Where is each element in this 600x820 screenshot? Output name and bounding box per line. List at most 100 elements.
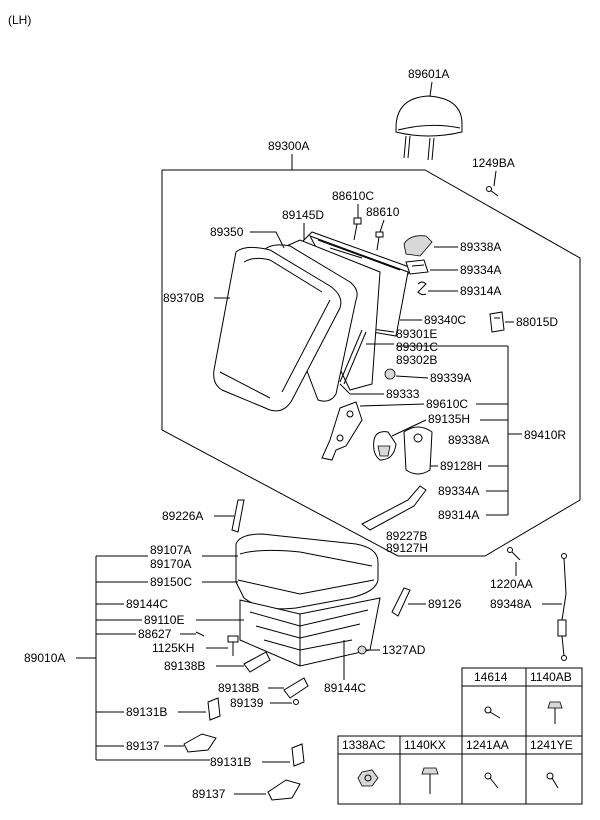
label-89350: 89350 (210, 225, 244, 239)
label-89145D: 89145D (282, 208, 324, 222)
label-89126: 89126 (428, 597, 462, 611)
label-89170A: 89170A (150, 557, 191, 571)
table-cell-1338AC: 1338AC (342, 738, 386, 752)
leader (493, 170, 497, 187)
screw-1220AA (507, 547, 521, 561)
label-89334A-top: 89334A (460, 263, 501, 277)
bracket-89410R (396, 345, 522, 516)
leader (391, 419, 427, 437)
label-1327AD: 1327AD (382, 643, 426, 657)
bolt-1140KX-icon (421, 767, 439, 794)
label-89334A-bot: 89334A (438, 484, 479, 498)
label-1220AA: 1220AA (490, 577, 533, 591)
label-89340C: 89340C (424, 313, 466, 327)
label-89138B-left: 89138B (164, 659, 205, 673)
label-89010A: 89010A (24, 651, 65, 665)
label-89150C: 89150C (150, 575, 192, 589)
label-88015D: 88015D (516, 315, 558, 329)
cable-89348A (557, 553, 567, 661)
leader (359, 403, 425, 407)
pin-89139 (293, 699, 299, 705)
label-89131B-right: 89131B (210, 755, 251, 769)
bracket-89010A (76, 555, 210, 761)
fastener-table (337, 667, 583, 805)
foot-bracket-89138B-front (243, 651, 271, 673)
trim-89126 (391, 587, 411, 617)
bolt-1140AB-icon (547, 701, 563, 724)
label-89137-left: 89137 (126, 739, 160, 753)
label-89338A-mid: 89338A (448, 433, 489, 447)
label-89339A: 89339A (430, 371, 471, 385)
clip-88015D (489, 311, 505, 333)
label-89610C: 89610C (426, 397, 468, 411)
label-89127H: 89127H (386, 541, 428, 555)
label-89370B: 89370B (163, 291, 204, 305)
table-cell-1241YE: 1241YE (530, 738, 573, 752)
label-89348A: 89348A (490, 597, 531, 611)
variant-label: (LH) (8, 13, 31, 27)
nut-1327AD (357, 645, 367, 655)
label-89135H: 89135H (428, 412, 470, 426)
label-89410R: 89410R (524, 428, 566, 442)
bolt-1125KH (227, 635, 239, 656)
seat-cushion-assembly (235, 533, 381, 667)
foot-bracket-89138B-rear (283, 677, 309, 699)
label-89338A-top: 89338A (460, 240, 501, 254)
bolt-88610 (375, 231, 384, 251)
leader (379, 219, 385, 233)
label-89138B-mid: 89138B (218, 681, 259, 695)
recliner-cover-89128H (403, 426, 433, 475)
label-89128H: 89128H (440, 459, 482, 473)
leader (429, 81, 433, 97)
label-89137-right: 89137 (192, 787, 226, 801)
hinge-bracket-89610C (321, 401, 363, 461)
label-89227B: 89227B (386, 529, 427, 543)
label-89314A-bot: 89314A (438, 508, 479, 522)
cover-89131B-left (207, 697, 221, 721)
label-1125KH: 1125KH (152, 641, 194, 655)
label-89131B-left: 89131B (126, 705, 167, 719)
label-89302B: 89302B (396, 353, 437, 367)
label-89226A: 89226A (162, 509, 203, 523)
leader (395, 375, 429, 379)
leader (250, 231, 285, 249)
screw-1241AA-icon (484, 772, 499, 789)
table-cell-14614: 14614 (474, 670, 508, 684)
label-88610: 88610 (366, 205, 400, 219)
backrest-group-outline (161, 169, 581, 557)
label-89314A-top: 89314A (460, 284, 501, 298)
pin-88627 (195, 631, 205, 637)
trim-89227B (361, 485, 427, 531)
headrest (395, 95, 463, 161)
label-89107A: 89107A (150, 543, 191, 557)
label-89601A: 89601A (408, 67, 449, 81)
lever-cover-89135H (373, 431, 397, 461)
table-cell-1241AA: 1241AA (466, 738, 509, 752)
label-88627: 88627 (138, 627, 172, 641)
screw-14614-icon (484, 706, 501, 719)
grommet-89339A (384, 368, 396, 380)
cover-89131B-right (291, 743, 305, 767)
nut-1338AC-icon (357, 769, 379, 787)
backrest-assembly (213, 231, 413, 412)
trim-89226A (231, 499, 245, 533)
label-89333: 89333 (386, 387, 420, 401)
label-89144C-left: 89144C (126, 597, 168, 611)
label-89144C-right: 89144C (324, 681, 366, 695)
cover-89137-left (183, 733, 217, 753)
cover-89137-right (267, 779, 301, 801)
table-cell-1140KX: 1140KX (404, 738, 446, 752)
screw-1241YE-icon (546, 772, 559, 789)
label-89139: 89139 (230, 696, 264, 710)
table-cell-1140AB: 1140AB (530, 670, 572, 684)
leader (339, 383, 384, 395)
bolt-88610C (353, 217, 362, 241)
screw-1249BA (486, 186, 499, 197)
label-89300A: 89300A (268, 139, 309, 153)
label-89110E: 89110E (144, 613, 184, 627)
label-89301C: 89301C (396, 340, 438, 354)
label-88610C: 88610C (332, 189, 374, 203)
label-89301E: 89301E (396, 327, 437, 341)
cover-89338A (403, 235, 433, 257)
